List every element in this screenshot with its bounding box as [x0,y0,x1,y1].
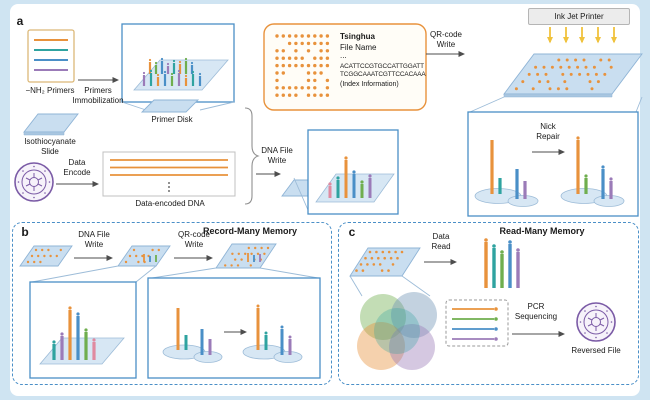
dna-write-zoom-box [307,129,399,215]
qr-code-write-label-a: QR-code Write [429,30,462,49]
primer-disk-icon [140,99,200,113]
nick-repair-box [467,111,639,217]
record-zoom-box-right [147,277,321,379]
dna-file-write-label-a: DNA File Write [261,146,293,165]
zoom-line [31,265,119,283]
isothiocyanate-slide-icon [23,113,79,136]
index-information-card [263,23,427,111]
record-zoom-box-left [29,281,137,379]
tsinghua-seal-icon [576,302,616,342]
zoom-line [259,267,319,279]
nh2-primers-box-icon [27,29,75,83]
zoom-line [121,101,147,111]
primer-disk-label: Primer Disk [151,115,193,124]
nh2-primers-label: −NH₂ Primers [25,86,75,95]
index-card-sequence-2: TCGGCAAATCGTTCCACAAA [340,71,426,78]
data-encoded-dna-label: Data-encoded DNA [135,199,205,208]
primer-disk-zoom-box [121,23,235,103]
reversed-file-label: Reversed File [571,346,621,355]
venn-diagram-icon [357,292,437,370]
panel-b-border [12,222,332,385]
read-strands-icon [484,238,520,288]
index-card-caption: (Index Information) [340,81,399,88]
tsinghua-seal-icon [14,162,54,202]
read-slide-icon [349,247,421,277]
panel-c-title: Read-Many Memory [499,226,585,236]
zoom-line [349,275,363,297]
panel-b-label: b [21,225,29,239]
data-encode-label: Data Encode [63,158,91,177]
zoom-line [199,101,235,111]
qr-code-write-label-b: QR-code Write [177,230,210,249]
zoom-line [401,275,431,297]
ink-jet-printer-box: Ink Jet Printer [528,8,630,25]
pcr-sequencing-label: PCR Sequencing [514,302,558,321]
panel-c-label: c [348,225,356,239]
zoom-line [469,96,505,113]
index-card-ellipsis: ... [340,51,347,60]
panel-a-label: a [16,14,24,28]
isothiocyanate-slide-label: Isothiocyanate Slide [24,137,76,156]
grouping-brace [244,107,260,205]
index-card-file-name: File Name [340,43,377,52]
panel-b-slides [19,243,277,269]
inkjet-printer-icon [503,27,643,98]
dna-file-write-label-b: DNA File Write [78,230,110,249]
nick-repair-label: Nick Repair [536,122,560,141]
panel-b-title: Record-Many Memory [202,226,298,236]
primer-legend-box [445,299,509,347]
primers-immobilization-label: Primers Immobilization [72,86,124,105]
zoom-line [151,267,217,279]
data-encoded-dna-box [102,151,236,197]
panel-c-border [338,222,639,385]
zoom-line [293,177,309,211]
zoom-line [135,265,157,283]
index-card-title: Tsinghua [340,32,375,41]
index-card-sequence-1: ACATTCCGTGCCATTGGATT [340,63,424,70]
data-read-label: Data Read [431,232,451,251]
zoom-line [635,96,643,113]
